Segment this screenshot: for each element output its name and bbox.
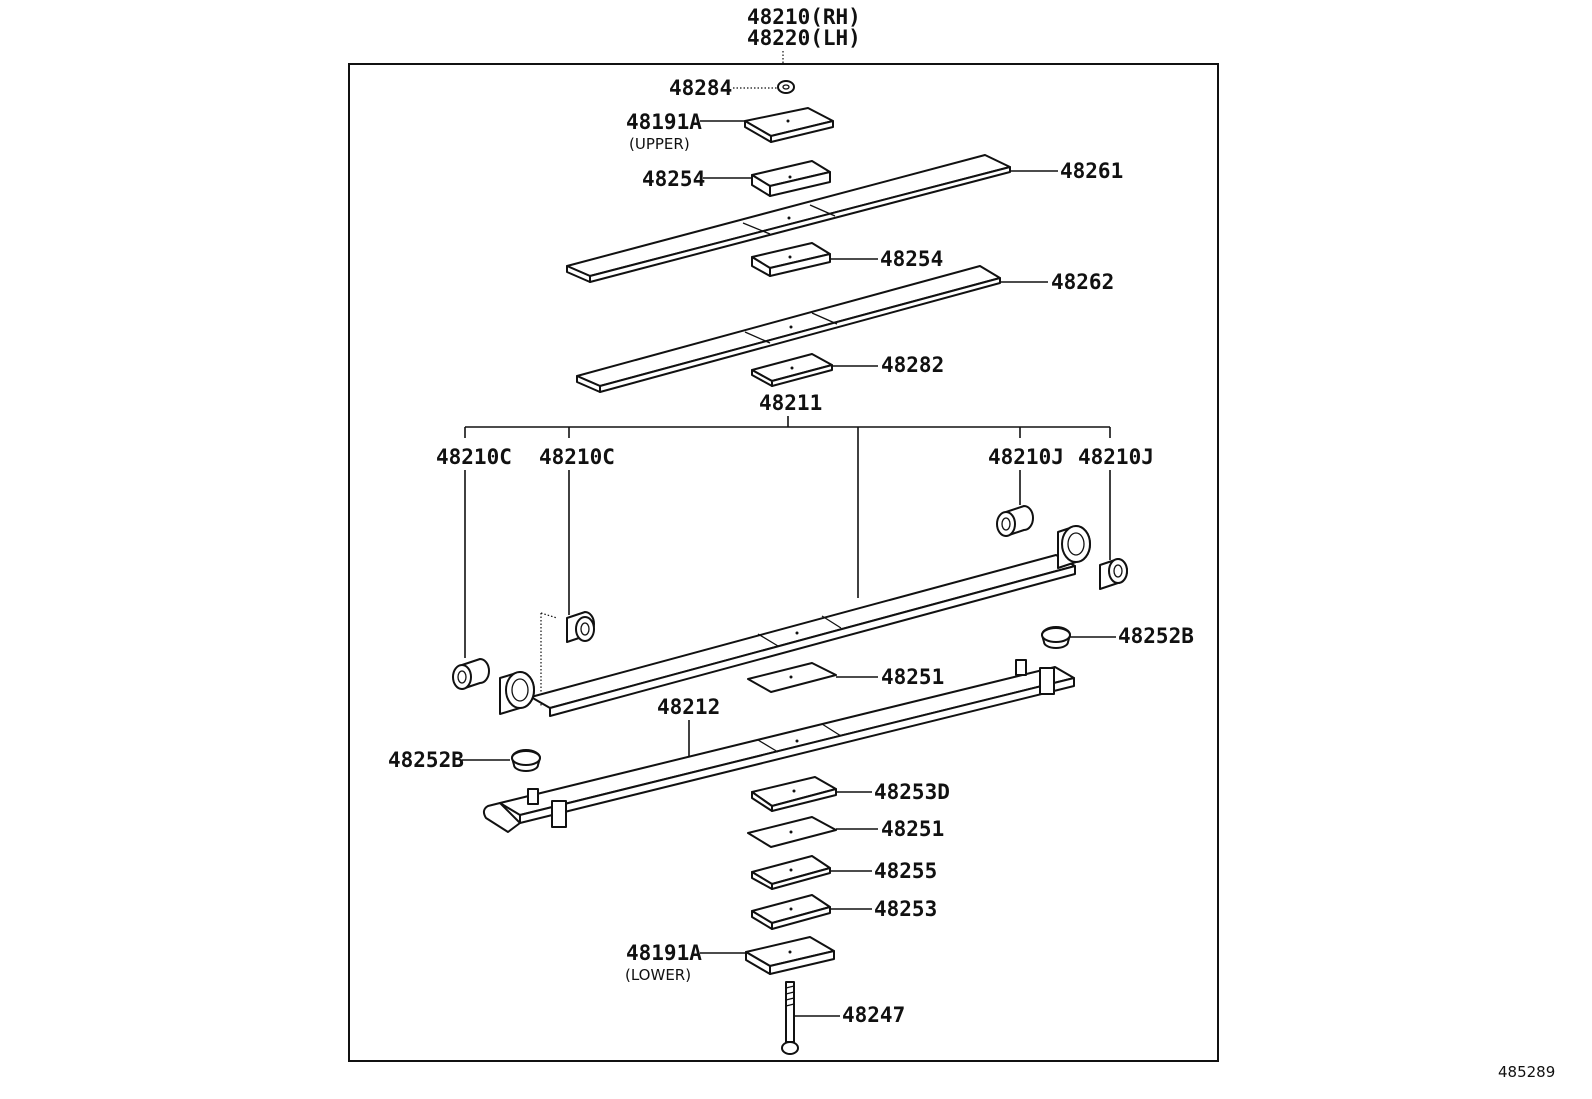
label-48251-bottom: 48251 <box>881 817 944 841</box>
diagram-frame <box>348 63 1219 1062</box>
pad-48253d-icon <box>751 776 837 812</box>
label-48211: 48211 <box>759 391 822 415</box>
pad-48282-icon <box>751 353 833 387</box>
leaf-48212-icon <box>482 659 1075 833</box>
leaf-48261-icon <box>566 154 1011 283</box>
label-48210c-2: 48210C <box>539 445 615 469</box>
header-part-rh: 48210(RH) <box>747 5 861 29</box>
main-leaf-48211-icon <box>499 525 1091 717</box>
label-48282: 48282 <box>881 353 944 377</box>
label-48253d: 48253D <box>874 780 950 804</box>
label-48284: 48284 <box>669 76 732 100</box>
bolt-48247-icon <box>781 981 799 1055</box>
label-48262: 48262 <box>1051 270 1114 294</box>
label-48252b-left: 48252B <box>388 748 464 772</box>
label-48212: 48212 <box>657 695 720 719</box>
pad-48251-top-icon <box>747 662 837 693</box>
pad-48253-icon <box>751 894 831 930</box>
label-48254-top: 48254 <box>642 167 705 191</box>
label-48261: 48261 <box>1060 159 1123 183</box>
label-48210c-1: 48210C <box>436 445 512 469</box>
spacer-48254-mid-icon <box>751 242 831 277</box>
label-48247: 48247 <box>842 1003 905 1027</box>
label-48255: 48255 <box>874 859 937 883</box>
label-48210j-1: 48210J <box>988 445 1064 469</box>
bracket-48211 <box>464 416 1111 598</box>
header-part-lh: 48220(LH) <box>747 26 861 50</box>
label-48191a-lower: 48191A <box>626 941 702 965</box>
label-lower-note: (LOWER) <box>625 966 691 984</box>
nut-48284-icon <box>777 80 795 94</box>
pad-48255-icon <box>751 855 831 890</box>
pad-48191a-lower-icon <box>745 936 835 975</box>
label-48252b-right: 48252B <box>1118 624 1194 648</box>
bushing-48210j-upper-icon <box>996 505 1034 537</box>
figure-id: 485289 <box>1498 1063 1555 1081</box>
label-48253: 48253 <box>874 897 937 921</box>
bump-stop-48252b-left-icon <box>511 749 541 772</box>
leaf-48262-icon <box>576 265 1001 393</box>
spacer-48254-top-icon <box>751 160 831 197</box>
bushing-48210c-upper-icon <box>566 611 595 643</box>
pad-48251-bottom-icon <box>747 816 837 848</box>
pad-48191a-upper-icon <box>744 107 834 143</box>
label-48251-top: 48251 <box>881 665 944 689</box>
label-48254-mid: 48254 <box>880 247 943 271</box>
label-48210j-2: 48210J <box>1078 445 1154 469</box>
label-48191a-upper: 48191A <box>626 110 702 134</box>
label-upper-note: (UPPER) <box>629 135 690 153</box>
bushing-48210c-lower-icon <box>452 658 490 690</box>
bump-stop-48252b-right-icon <box>1041 626 1071 649</box>
bushing-48210j-lower-icon <box>1099 558 1128 590</box>
